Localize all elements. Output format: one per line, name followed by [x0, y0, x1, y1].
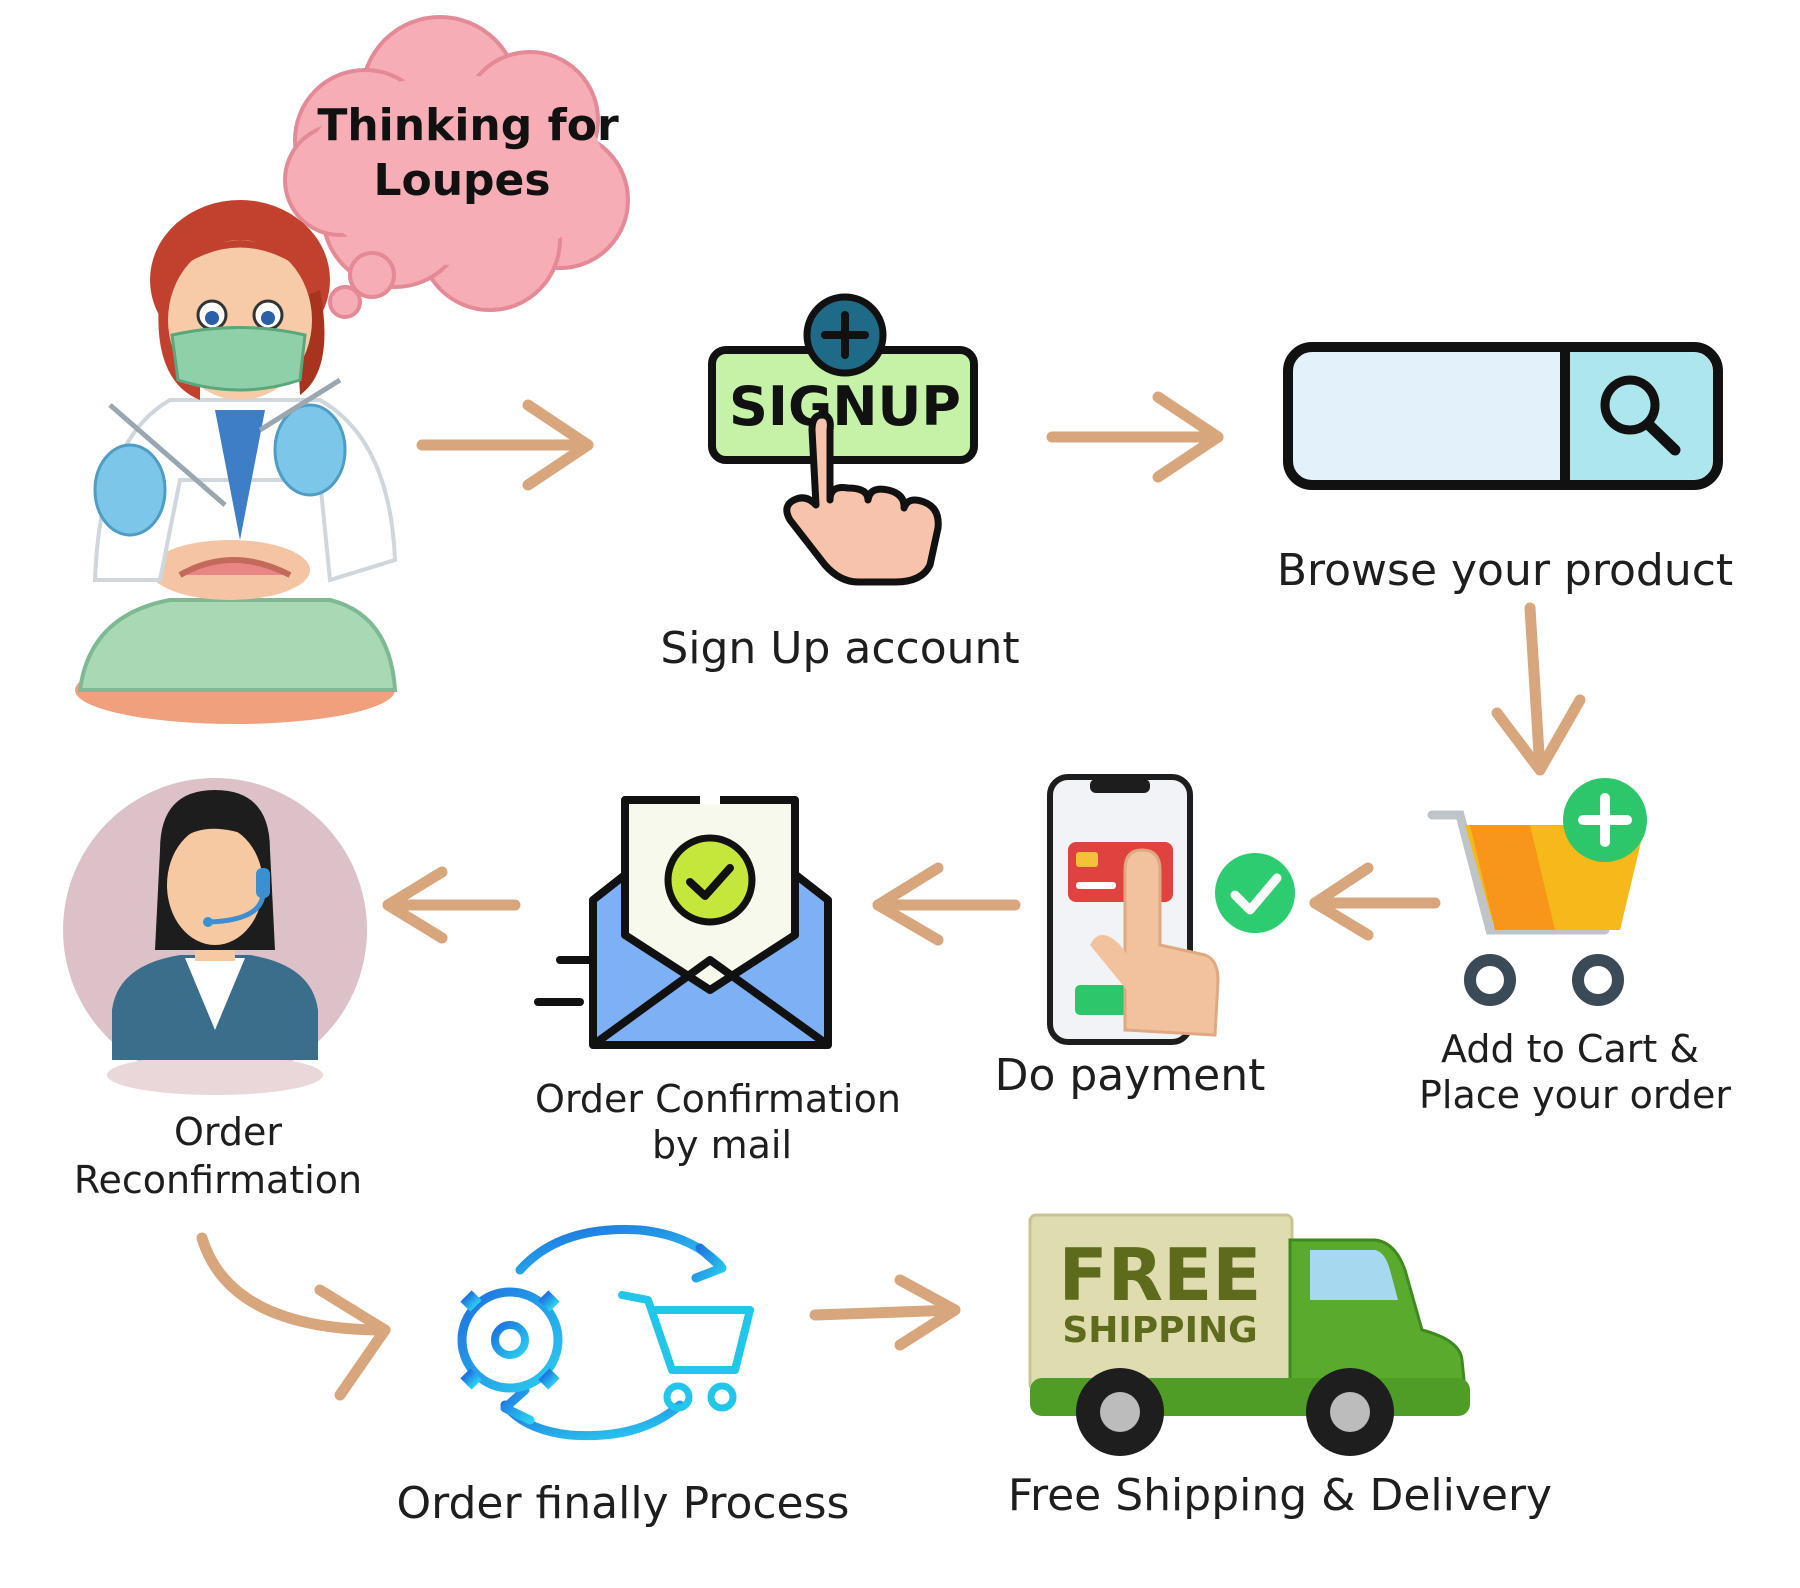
arrow-agent-to-process: [196, 1232, 391, 1401]
truck-free-text: FREE: [1059, 1233, 1262, 1317]
shipping-label: Free Shipping & Delivery: [1008, 1470, 1552, 1521]
process-cycle-icon[interactable]: [448, 1225, 754, 1441]
browse-label: Browse your product: [1277, 545, 1733, 596]
cart-label-line2: Place your order: [1419, 1073, 1731, 1117]
thought-bubble: Thinking for Loupes: [283, 15, 630, 319]
truck-shipping-text: SHIPPING: [1062, 1310, 1257, 1351]
search-bar-icon[interactable]: [1283, 342, 1723, 490]
search-icon: [1600, 375, 1660, 435]
support-agent-icon[interactable]: [63, 778, 367, 1095]
gear-icon: [448, 1278, 572, 1402]
arrow-browse-to-cart: [1491, 602, 1586, 776]
thought-line-1: Thinking for: [317, 100, 619, 151]
thought-line-2: Loupes: [373, 155, 550, 206]
cart-outline-icon: [618, 1291, 754, 1412]
signup-label: Sign Up account: [660, 623, 1019, 674]
reconfirm-label-line2: Reconfirmation: [74, 1158, 362, 1202]
cart-add-icon[interactable]: [1427, 778, 1647, 1006]
mail-label-line1: Order Confirmation: [535, 1077, 901, 1121]
phone-payment-icon[interactable]: [1047, 774, 1295, 1045]
arrow-cart-to-payment: [1309, 862, 1441, 941]
cart-label-line1: Add to Cart &: [1441, 1027, 1699, 1071]
arrow-dentist-to-signup: [416, 399, 594, 491]
signup-icon[interactable]: SIGNUP: [708, 293, 978, 586]
mail-check-icon[interactable]: [534, 795, 832, 1049]
dentist-illustration: [75, 200, 398, 724]
arrow-mail-to-agent: [382, 866, 521, 944]
reconfirm-label-line1: Order: [174, 1110, 282, 1154]
payment-label: Do payment: [995, 1050, 1266, 1101]
arrow-signup-to-browse: [1046, 391, 1224, 483]
arrow-process-to-shipping: [809, 1274, 961, 1351]
flow-arrows: [196, 391, 1586, 1401]
mail-label-line2: by mail: [652, 1123, 792, 1167]
signup-badge-text: SIGNUP: [729, 375, 961, 438]
arrow-payment-to-mail: [872, 862, 1021, 946]
delivery-truck-icon[interactable]: FREE SHIPPING: [1028, 1213, 1470, 1456]
process-label: Order finally Process: [397, 1478, 850, 1529]
